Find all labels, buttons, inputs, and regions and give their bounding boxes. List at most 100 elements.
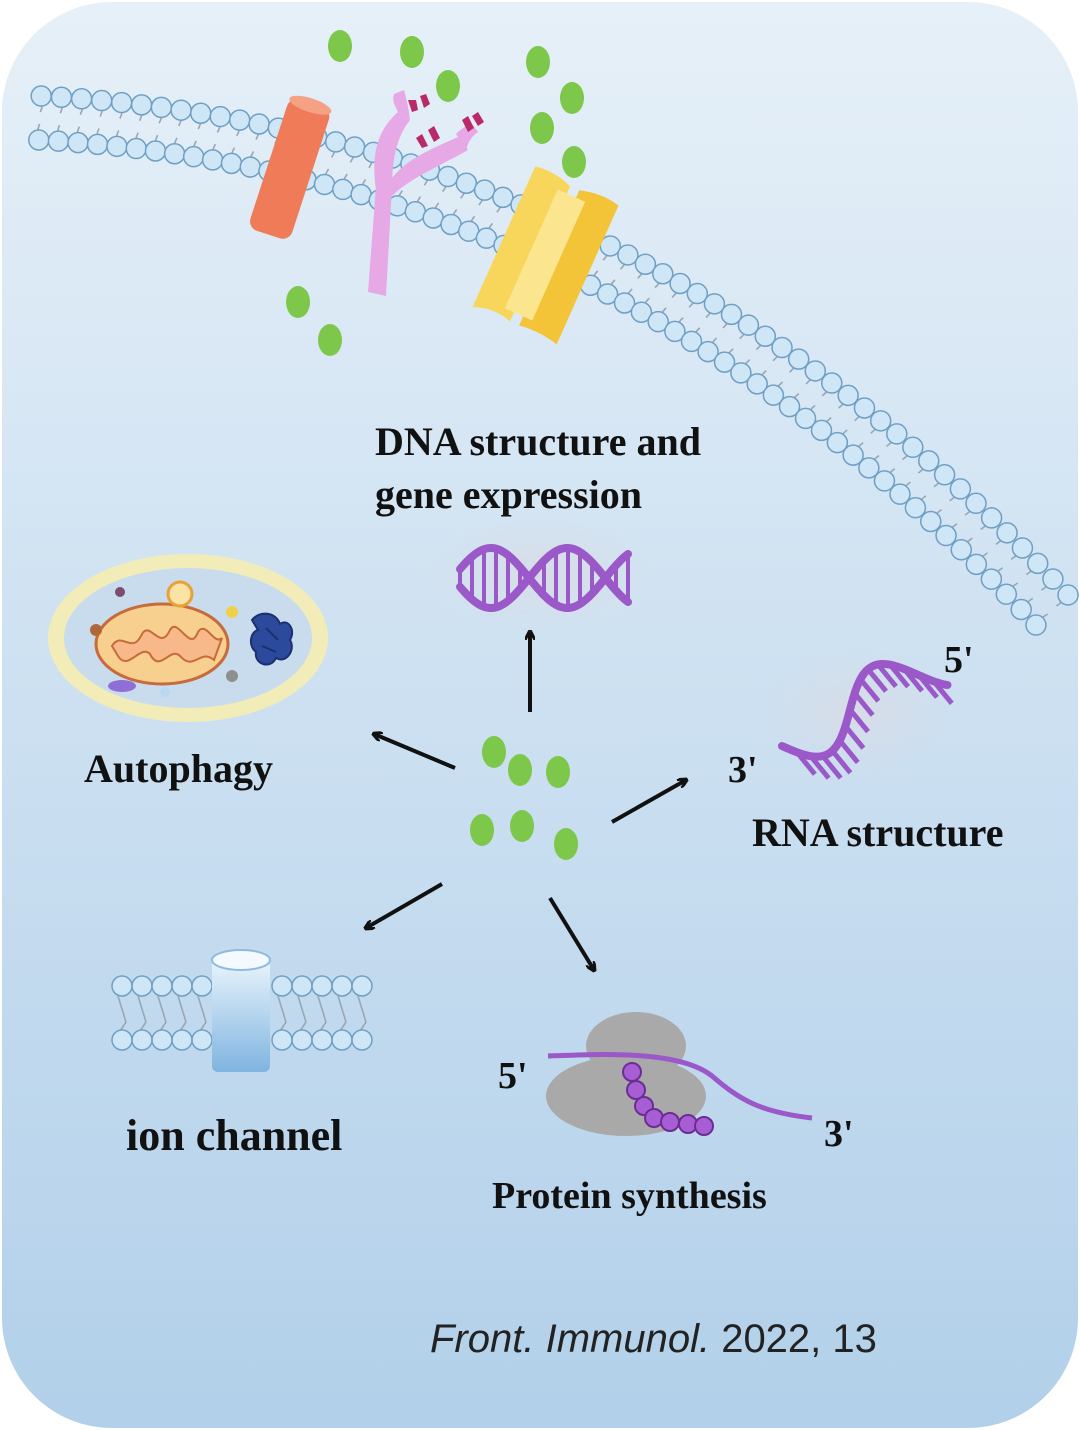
lipid-head — [935, 524, 957, 547]
lipid-tail — [117, 995, 127, 1023]
lipid-head — [697, 340, 719, 363]
lipid-head — [980, 568, 1003, 590]
amino-acid-bead — [660, 1112, 680, 1132]
lipid-head — [918, 450, 940, 472]
lipid-head — [949, 478, 972, 500]
lipid-head — [853, 397, 876, 419]
rna-base — [820, 754, 843, 780]
lipid-head — [996, 522, 1018, 544]
lipid-tail — [197, 995, 207, 1023]
lipid-head — [889, 483, 911, 505]
lipid-head — [886, 423, 908, 445]
lipid-head — [1011, 537, 1034, 559]
rna-base — [866, 667, 888, 693]
lipid-head — [30, 85, 52, 107]
lipid-head — [995, 583, 1018, 605]
lipid-head — [980, 507, 1003, 529]
lipid-head — [110, 91, 133, 114]
lipid-head — [720, 303, 743, 326]
autophagosome-icon — [48, 554, 328, 722]
lipid-head — [821, 372, 843, 394]
lipid-head — [762, 384, 785, 406]
extracellular-ions — [286, 30, 586, 356]
lipid-head — [904, 496, 927, 519]
lipid-head — [90, 89, 113, 112]
lipid-head — [664, 320, 686, 343]
lipid-head — [331, 975, 353, 997]
lipid-head — [771, 336, 793, 359]
rna-strand-icon — [760, 646, 954, 780]
ion-particle — [400, 36, 424, 68]
lipid-head — [965, 492, 987, 515]
lipid-head — [455, 172, 478, 194]
lipid-head — [1010, 598, 1032, 621]
ion-particle — [546, 756, 570, 788]
lipid-head — [67, 131, 89, 154]
lipid-head — [311, 1029, 333, 1051]
lipid-head — [730, 362, 752, 384]
ion-particle — [530, 112, 554, 144]
rna-base — [875, 662, 898, 689]
lipid-tail — [337, 995, 347, 1023]
lipid-head — [842, 444, 864, 466]
lipid-head — [131, 1029, 153, 1051]
lipid-tail — [277, 995, 287, 1023]
lipid-head — [239, 156, 262, 178]
lipid-head — [1026, 552, 1049, 575]
lipid-head — [28, 129, 50, 151]
lipid-head — [163, 142, 186, 165]
rna-base — [858, 677, 881, 703]
lipid-head — [804, 360, 827, 382]
lipid-head — [404, 201, 427, 223]
lipid-head — [351, 975, 373, 997]
lipid-head — [130, 94, 153, 116]
lipid-head — [313, 173, 336, 196]
ion-channel-membrane — [111, 975, 373, 1051]
lipid-head — [630, 301, 653, 323]
lipid-head — [291, 975, 313, 997]
arrow-to-ion-channel — [366, 882, 444, 928]
dna-label-line1: DNA structure and — [375, 419, 701, 464]
citation-year-volume: 2022, 13 — [710, 1317, 877, 1361]
mrna-5-prime-label: 5' — [498, 1055, 528, 1097]
lipid-head — [810, 419, 833, 442]
lipid-head — [171, 975, 193, 997]
lipid-head — [248, 113, 270, 135]
lipid-head — [596, 283, 619, 305]
lipid-head — [737, 314, 760, 336]
lipid-head — [191, 975, 213, 997]
lipid-head — [933, 464, 956, 486]
ion-particle — [318, 324, 342, 356]
lipid-tail — [177, 995, 187, 1023]
lipid-head — [271, 1029, 293, 1051]
lipid-head — [869, 410, 892, 432]
lipid-head — [826, 431, 849, 454]
lipid-head — [332, 178, 354, 201]
lipid-head — [86, 133, 109, 156]
rna-base — [830, 749, 853, 775]
lipid-head — [144, 140, 167, 162]
arrows — [366, 632, 686, 970]
ion-particle — [482, 736, 506, 768]
lipid-head — [324, 131, 347, 153]
ion-particle — [554, 828, 578, 860]
lipid-head — [150, 96, 173, 119]
lipid-head — [617, 244, 639, 266]
ion-particle — [526, 46, 550, 78]
transporter-protein — [472, 166, 619, 345]
lipid-tail — [297, 995, 307, 1023]
lipid-head — [331, 1029, 353, 1051]
amino-acid-bead — [694, 1116, 714, 1136]
lipid-head — [713, 351, 736, 373]
lipid-head — [106, 135, 128, 158]
ion-particle — [510, 810, 534, 842]
arrow-to-autophagy — [374, 734, 456, 770]
lipid-head — [965, 553, 988, 576]
lipid-head — [151, 975, 173, 997]
lipid-tail — [317, 995, 327, 1023]
lipid-head — [47, 130, 70, 152]
lipid-head — [652, 262, 674, 285]
amino-acid-bead — [626, 1080, 646, 1100]
lipid-head — [920, 510, 942, 533]
lipid-head — [201, 149, 224, 171]
